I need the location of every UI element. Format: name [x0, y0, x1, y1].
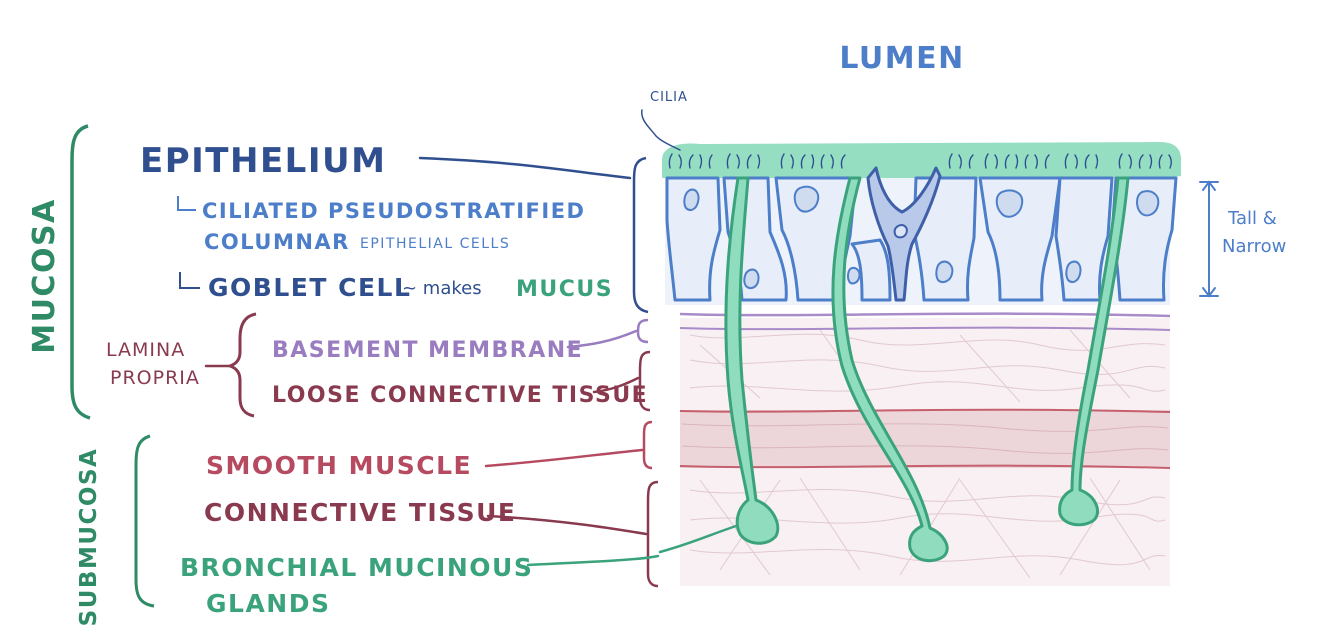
lamina-label-2: PROPRIA: [110, 367, 200, 389]
ciliated-label-1: CILIATED PSEUDOSTRATIFIED: [202, 199, 585, 223]
lamina-propria-bracket: [225, 312, 257, 418]
glands-leader-2: [658, 524, 738, 554]
loose-leader: [592, 376, 640, 394]
smooth-muscle-label: SMOOTH MUSCLE: [206, 451, 472, 480]
loose-connective-label: LOOSE CONNECTIVE TISSUE: [272, 383, 648, 408]
gland-duct-3: [1058, 176, 1130, 527]
ciliated-hook: [177, 196, 196, 211]
gland-duct-1: [724, 176, 780, 545]
cilia-label: CILIA: [650, 90, 688, 105]
makes-label: ~ makes: [402, 278, 482, 299]
mucus-layer: [662, 142, 1182, 178]
cilia: [668, 153, 1172, 169]
height-arrow: [1199, 180, 1219, 298]
basement-leader: [566, 329, 638, 349]
basement-bracket: [636, 318, 649, 344]
connective-leader: [486, 514, 648, 536]
ciliated-label-2b: EPITHELIAL CELLS: [360, 236, 510, 252]
glands-leader-1: [526, 554, 660, 567]
goblet-hook: [179, 272, 200, 289]
mucosa-bracket: [70, 124, 91, 420]
goblet-label: GOBLET CELL: [208, 273, 411, 302]
glands-label-2: GLANDS: [206, 589, 330, 618]
epithelium-bracket: [632, 156, 649, 314]
muscle-fibers: [681, 423, 1169, 454]
cell-nuclei: [683, 185, 1160, 290]
ciliated-label-2a: COLUMNAR: [204, 230, 350, 254]
mucosa-label: MUCOSA: [27, 198, 62, 354]
smooth-bracket: [642, 420, 653, 470]
basement-membrane-label: BASEMENT MEMBRANE: [272, 338, 583, 363]
tall-narrow-label-1: Tall &: [1227, 208, 1277, 229]
submucosa-bracket: [646, 480, 659, 588]
bronchial-mucinous-glands: [724, 176, 1130, 563]
connective-tissue-label: CONNECTIVE TISSUE: [204, 498, 516, 527]
loose-bracket: [638, 350, 651, 412]
cilia-leader: [641, 109, 681, 151]
epithelium-leader: [418, 156, 632, 180]
submucosa-bracket-left: [134, 434, 155, 608]
tall-narrow-label-2: Narrow: [1222, 236, 1286, 257]
glands-label-1: BRONCHIAL MUCINOUS: [180, 553, 533, 582]
epithelium-label: EPITHELIUM: [140, 141, 386, 181]
mucus-label: MUCUS: [516, 277, 613, 302]
submucosa-label: SUBMUCOSA: [76, 448, 102, 627]
goblet-nucleus: [893, 224, 908, 239]
lamina-label-1: LAMINA: [106, 339, 185, 361]
lumen-label: LUMEN: [839, 41, 964, 76]
smooth-muscle-bottom-line: [679, 464, 1171, 469]
gland-duct-2: [831, 176, 949, 563]
smooth-leader: [484, 448, 644, 468]
smooth-muscle-layer: [680, 410, 1170, 468]
